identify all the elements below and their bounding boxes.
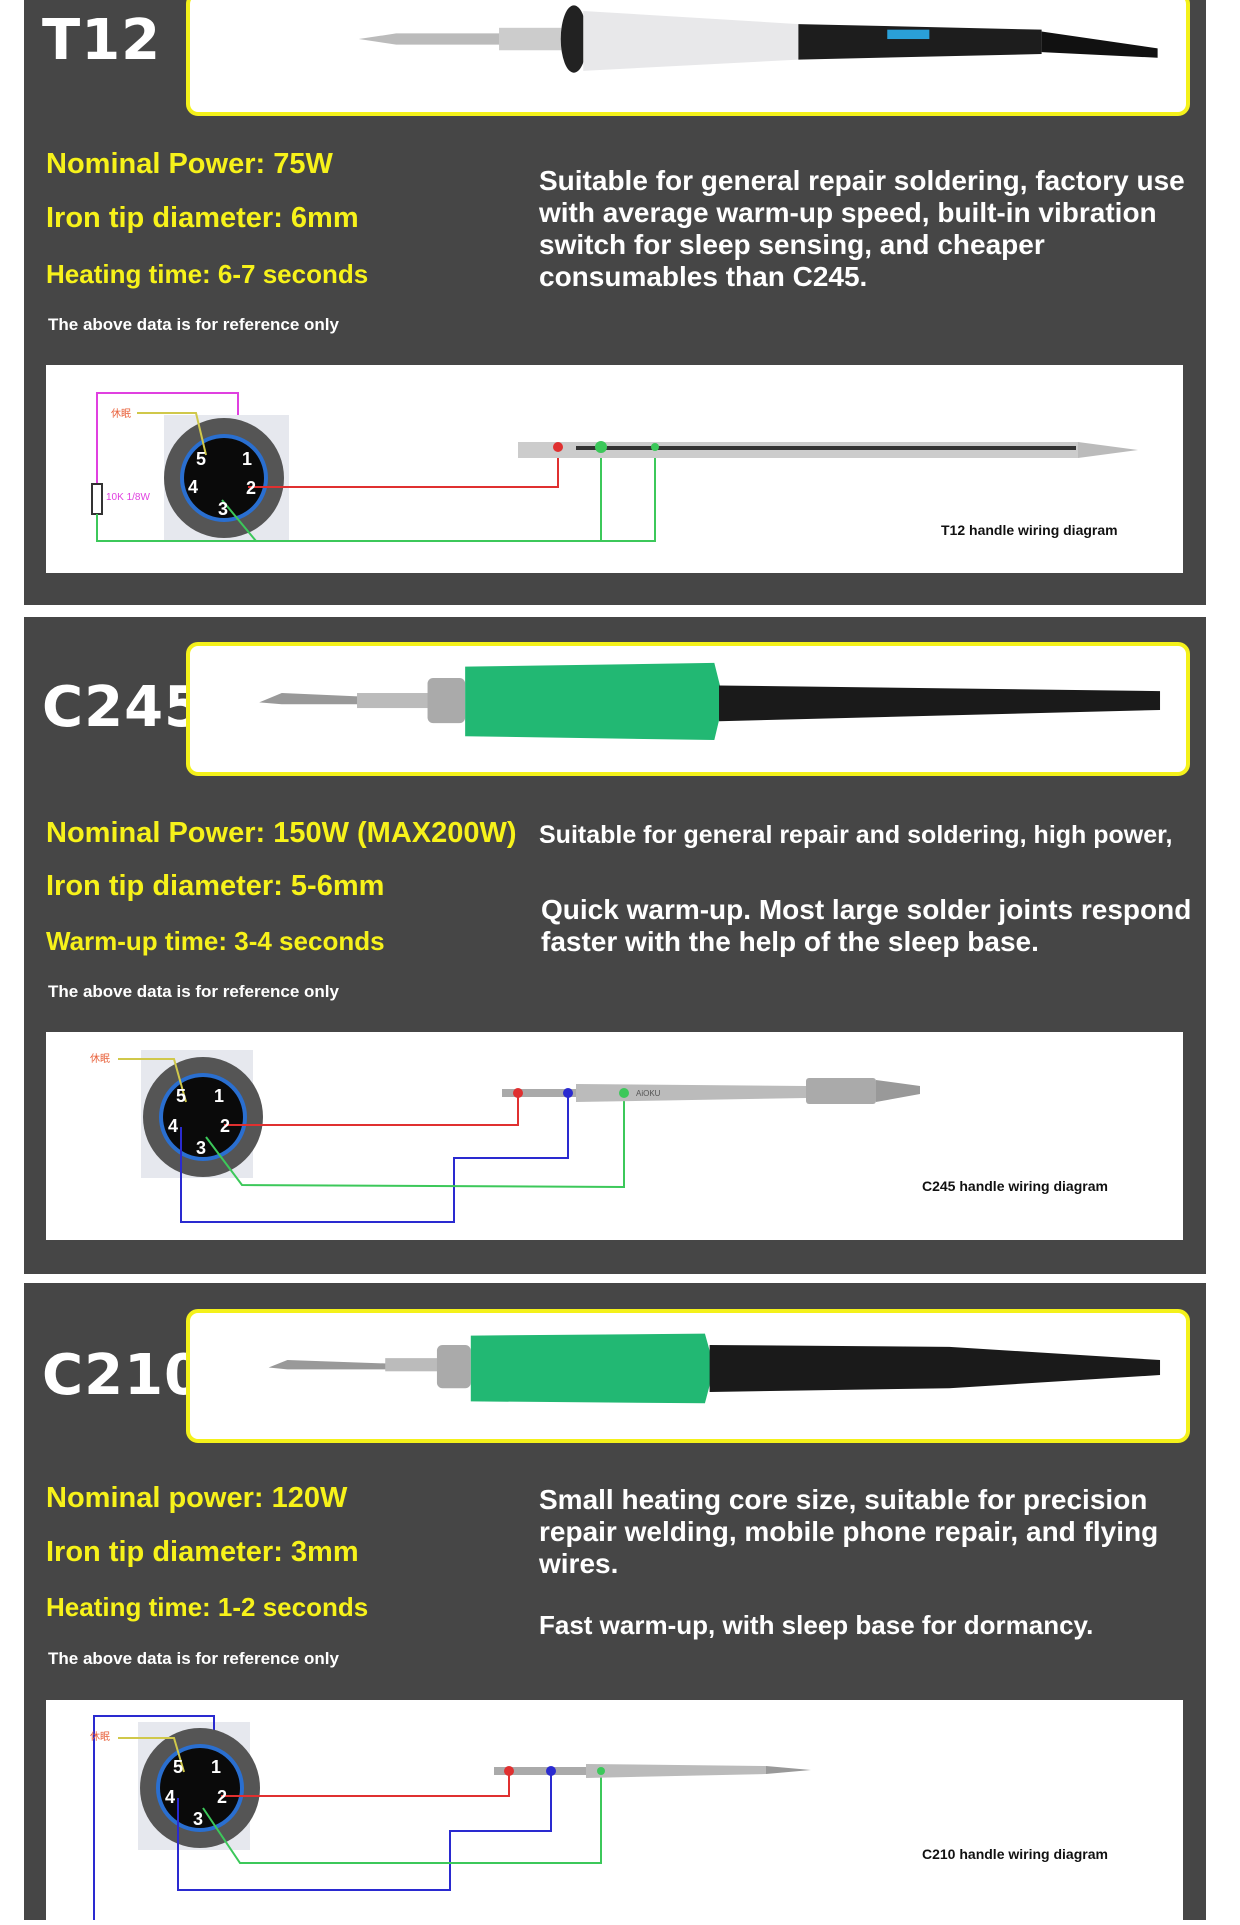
t12-handle-image [358,5,1158,73]
section-c210: C210 Nominal power: 120W Iron tip diamet… [24,1283,1206,1920]
wiring-diagram: 10K 1/8W 休眠 1 2 3 4 5 T12 handle wiring … [46,365,1183,573]
spec-power: Nominal Power: 75W [46,148,333,180]
svg-text:5: 5 [196,449,206,469]
section-t12: T12 Nominal Power: 75W Iron tip diameter… [24,0,1206,605]
model-title: C210 [42,1343,204,1408]
spec-tip-diameter: Iron tip diameter: 5-6mm [46,870,385,902]
spec-power: Nominal power: 120W [46,1482,348,1514]
svg-text:3: 3 [218,499,228,519]
svg-text:4: 4 [165,1787,175,1807]
description-line-2: Quick warm-up. Most large solder joints … [541,894,1192,957]
diagram-label: C210 handle wiring diagram [922,1846,1108,1862]
svg-text:4: 4 [188,477,198,497]
diagram-label: T12 handle wiring diagram [941,522,1118,538]
svg-text:2: 2 [220,1116,230,1136]
description-line-1: Small heating core size, suitable for pr… [539,1484,1159,1579]
spec-warmup-time: Warm-up time: 3-4 seconds [46,926,385,956]
reference-note: The above data is for reference only [48,315,339,334]
svg-text:3: 3 [193,1809,203,1829]
wiring-diagram: 休眠 1 2 3 4 5 C210 handle wiring diagram [46,1700,1183,1920]
product-image [186,0,1190,116]
svg-text:2: 2 [246,478,256,498]
description-line-1: Suitable for general repair and solderin… [539,821,1173,849]
description-line-2: Fast warm-up, with sleep base for dorman… [539,1610,1094,1640]
product-image [186,642,1190,776]
spec-tip-diameter: Iron tip diameter: 3mm [46,1536,359,1568]
model-title: T12 [42,8,162,73]
reference-note: The above data is for reference only [48,982,339,1001]
svg-text:1: 1 [214,1086,224,1106]
product-image [186,1309,1190,1443]
spec-tip-diameter: Iron tip diameter: 6mm [46,202,359,234]
section-c245: C245 Nominal Power: 150W (MAX200W) Iron … [24,617,1206,1274]
svg-text:1: 1 [211,1757,221,1777]
spec-power: Nominal Power: 150W (MAX200W) [46,817,517,849]
description: Suitable for general repair soldering, f… [539,165,1185,292]
svg-text:5: 5 [173,1757,183,1777]
svg-text:休眠: 休眠 [90,1053,110,1065]
svg-text:AiOKU: AiOKU [636,1089,661,1098]
reference-note: The above data is for reference only [48,1649,339,1668]
wiring-diagram: 休眠 1 2 3 4 5 AiOKU C245 handle wiring di… [46,1032,1183,1240]
svg-text:4: 4 [168,1116,178,1136]
svg-text:休眠: 休眠 [111,408,131,420]
model-title: C245 [42,675,204,740]
svg-text:休眠: 休眠 [90,1731,110,1743]
svg-text:10K 1/8W: 10K 1/8W [106,492,150,503]
diagram-label: C245 handle wiring diagram [922,1178,1108,1194]
spec-heating-time: Heating time: 1-2 seconds [46,1592,369,1622]
c210-handle-image [268,1333,1161,1404]
svg-text:1: 1 [242,449,252,469]
svg-text:5: 5 [176,1086,186,1106]
spec-heating-time: Heating time: 6-7 seconds [46,259,369,289]
c245-handle-image [259,662,1161,741]
svg-text:2: 2 [217,1787,227,1807]
svg-text:3: 3 [196,1138,206,1158]
